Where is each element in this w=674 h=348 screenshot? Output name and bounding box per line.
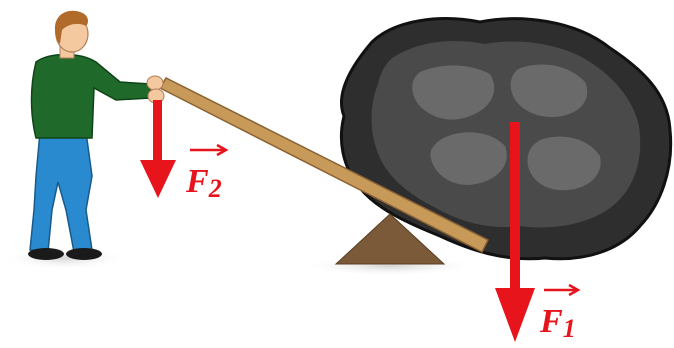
arrow-shaft <box>510 122 520 290</box>
left-shoe <box>28 248 64 260</box>
force-symbol: F <box>185 163 209 200</box>
svg-text:F1: F1 <box>539 303 576 343</box>
hand <box>147 76 163 90</box>
svg-text:F2: F2 <box>185 163 222 203</box>
force-symbol: F <box>539 303 563 340</box>
right-shoe <box>66 248 102 260</box>
person-shadow <box>3 246 127 270</box>
force-subscript: 1 <box>563 314 576 343</box>
arrowhead <box>495 288 535 342</box>
arrow-shaft <box>153 100 162 162</box>
arrowhead <box>140 160 176 198</box>
person <box>28 11 164 260</box>
force-arrow-f2 <box>140 100 176 198</box>
force-label-f2: F2 <box>185 145 226 203</box>
force-label-f1: F1 <box>539 285 578 343</box>
force-subscript: 2 <box>208 174 222 203</box>
